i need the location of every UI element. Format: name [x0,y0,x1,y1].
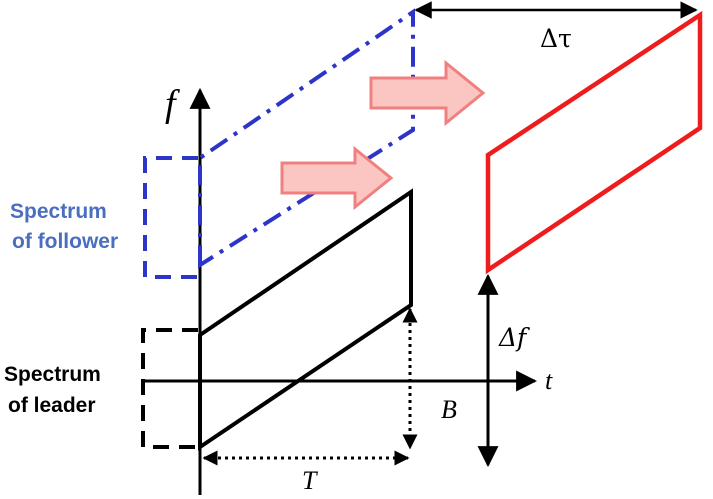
shifted-chirp [485,10,703,275]
follower-label-line2: of follower [12,230,118,253]
follower-chirp [198,8,415,269]
delta-f-label: Δf [498,323,530,352]
bandwidth-label: B [441,395,457,424]
leader-spectrum-bracket [141,328,198,449]
shift-arrow-icon [369,59,486,127]
period-label: T [302,466,318,495]
f-axis-label: f [165,83,180,125]
t-axis-label: t [545,366,553,395]
delta-tau-label: Δτ [540,24,572,53]
follower-label-line1: Spectrum [10,200,107,223]
follower-spectrum-bracket [143,156,198,279]
leader-label-line1: Spectrum [4,363,101,386]
leader-label-line2: of leader [8,394,96,417]
shift-arrow-icon [280,145,394,211]
leader-chirp [198,188,413,451]
